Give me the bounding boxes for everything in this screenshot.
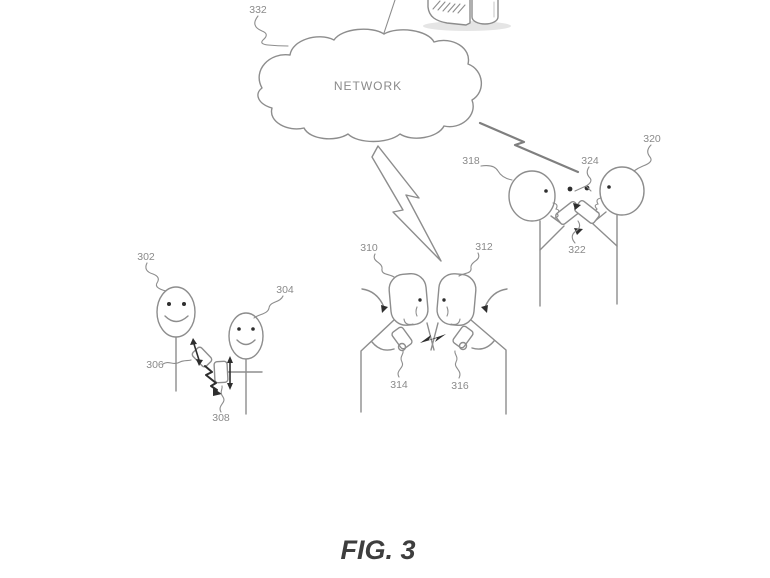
leader-316 [454, 350, 461, 379]
person-320-head [599, 166, 645, 216]
person-302-face [164, 302, 189, 323]
device-316-icon [452, 325, 474, 349]
leader-332 [254, 15, 289, 47]
person-318-arm [539, 225, 565, 251]
server-grille-icon [432, 0, 466, 14]
lightning-bolt-middle-icon [371, 145, 442, 262]
leader-308 [219, 385, 225, 413]
ref-label-318: 318 [462, 155, 480, 167]
leader-322 [571, 220, 581, 244]
user-group-middle [360, 272, 508, 415]
transfer-arrow-306-icon [190, 338, 203, 366]
lightning-small-icon [420, 334, 446, 343]
ref-label-304: 304 [276, 284, 294, 296]
transfer-arrow-308-icon [227, 356, 233, 390]
leader-302 [145, 262, 167, 292]
figure-caption: FIG. 3 [340, 535, 415, 565]
person-312-head [436, 273, 477, 327]
ref-label-314: 314 [390, 379, 408, 391]
ref-label-320: 320 [643, 133, 661, 145]
person-312-forearm [471, 340, 495, 350]
person-302-head [156, 286, 196, 338]
person-312-hand [458, 341, 468, 351]
server-cylinder-icon [471, 0, 499, 25]
leader-304 [253, 295, 284, 319]
person-312-shoulder [470, 319, 507, 415]
device-306-icon [191, 346, 213, 368]
person-310-head [388, 272, 429, 326]
device-308-icon [213, 360, 229, 384]
leader-314 [397, 350, 404, 378]
leader-318 [480, 165, 513, 181]
leader-324 [574, 166, 592, 192]
server-icon [423, 0, 511, 31]
person-318-head [508, 170, 556, 222]
ref-label-302: 302 [137, 251, 155, 263]
ref-label-310: 310 [360, 242, 378, 254]
ref-label-332: 332 [249, 4, 267, 16]
network-label: NETWORK [334, 79, 402, 93]
user-group-right [508, 166, 645, 307]
curved-arrow-left-icon [361, 288, 388, 313]
user-group-left [156, 286, 264, 415]
leader-lines [145, 15, 652, 413]
leader-320 [633, 144, 652, 172]
person-310-hand [397, 342, 407, 352]
exchange-marks-icon [567, 185, 590, 235]
ref-label-324: 324 [581, 155, 599, 167]
leader-312 [458, 252, 480, 277]
ref-label-316: 316 [451, 380, 469, 392]
ref-label-312: 312 [475, 241, 493, 253]
person-320-arm [591, 222, 618, 247]
person-310-shoulder [360, 319, 395, 413]
leader-310 [373, 253, 395, 278]
device-314-icon [391, 326, 413, 350]
ref-label-306: 306 [146, 359, 164, 371]
person-320-face [594, 185, 611, 214]
ref-label-322: 322 [568, 244, 586, 256]
person-310-forearm [371, 341, 395, 351]
lightning-arrow-left-icon [204, 365, 222, 396]
curved-arrow-right-icon [481, 288, 508, 313]
person-312-face [442, 298, 461, 325]
leader-306 [162, 359, 192, 365]
person-310-face [403, 298, 422, 325]
lightning-bolt-right-icon [478, 121, 580, 174]
cloud-to-server-line [383, 0, 396, 34]
person-310-chest [426, 322, 435, 351]
person-304-head [228, 312, 264, 360]
person-312-chest [430, 322, 439, 351]
network-cloud: NETWORK [257, 0, 482, 143]
ref-label-308: 308 [212, 412, 230, 424]
person-318-face [544, 189, 560, 219]
person-304-face [236, 327, 256, 346]
reference-labels: 332 302 304 306 308 310 312 314 316 318 … [137, 4, 661, 424]
